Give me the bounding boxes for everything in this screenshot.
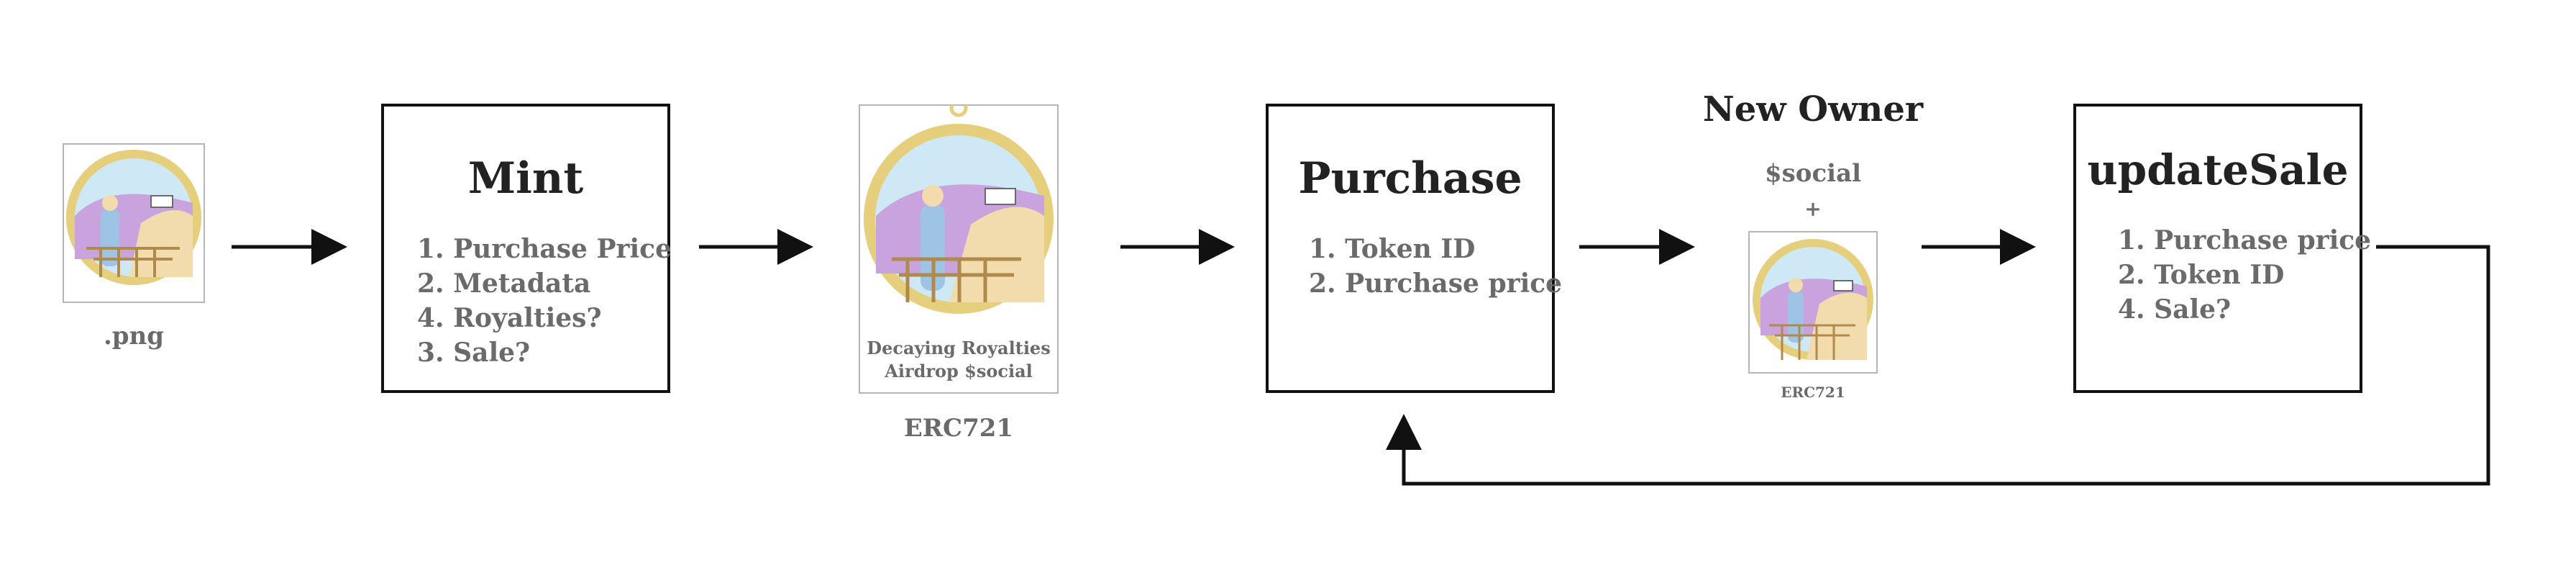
mint-item-2: 2. Metadata	[417, 268, 590, 299]
update-sale-box: updateSale 1. Purchase price 2. Token ID…	[2073, 104, 2371, 393]
mint-item-1: 1. Purchase Price	[417, 234, 672, 264]
png-image-card: .png	[63, 143, 205, 351]
purchase-box: Purchase 1. Token ID 2. Purchase price	[1266, 104, 1562, 393]
purchase-title: Purchase	[1298, 153, 1522, 204]
new-owner-title: New Owner	[1703, 89, 1924, 130]
medallion-illustration	[66, 150, 201, 285]
update-sale-item-1: 1. Purchase price	[2118, 225, 2371, 256]
mint-item-3: 4. Royalties?	[417, 303, 602, 333]
erc721-card: Decaying Royalties Airdrop $social ERC72…	[859, 104, 1059, 443]
purchase-item-1: 1. Token ID	[1309, 234, 1475, 264]
mint-box: Mint 1. Purchase Price 2. Metadata 4. Ro…	[381, 104, 672, 393]
arrow-update-sale-loop-to-purchase	[1386, 245, 2490, 486]
new-owner-caption: ERC721	[1781, 384, 1845, 401]
new-owner-social: $social	[1765, 159, 1861, 188]
mint-title: Mint	[468, 153, 584, 204]
update-sale-item-3: 4. Sale?	[2118, 294, 2231, 325]
purchase-item-2: 2. Purchase price	[1309, 268, 1562, 299]
new-owner-plus: +	[1804, 197, 1821, 221]
new-owner-group: New Owner $social + ERC721	[1703, 89, 1924, 401]
update-sale-title: updateSale	[2088, 145, 2349, 194]
erc721-caption: ERC721	[904, 414, 1013, 443]
medallion-illustration	[864, 105, 1054, 314]
mint-item-4: 3. Sale?	[417, 338, 530, 368]
medallion-illustration	[1753, 239, 1873, 360]
png-caption: .png	[104, 322, 164, 351]
erc721-card-line-2: Airdrop $social	[884, 361, 1033, 381]
update-sale-item-2: 2. Token ID	[2118, 260, 2284, 290]
erc721-card-line-1: Decaying Royalties	[867, 338, 1050, 358]
